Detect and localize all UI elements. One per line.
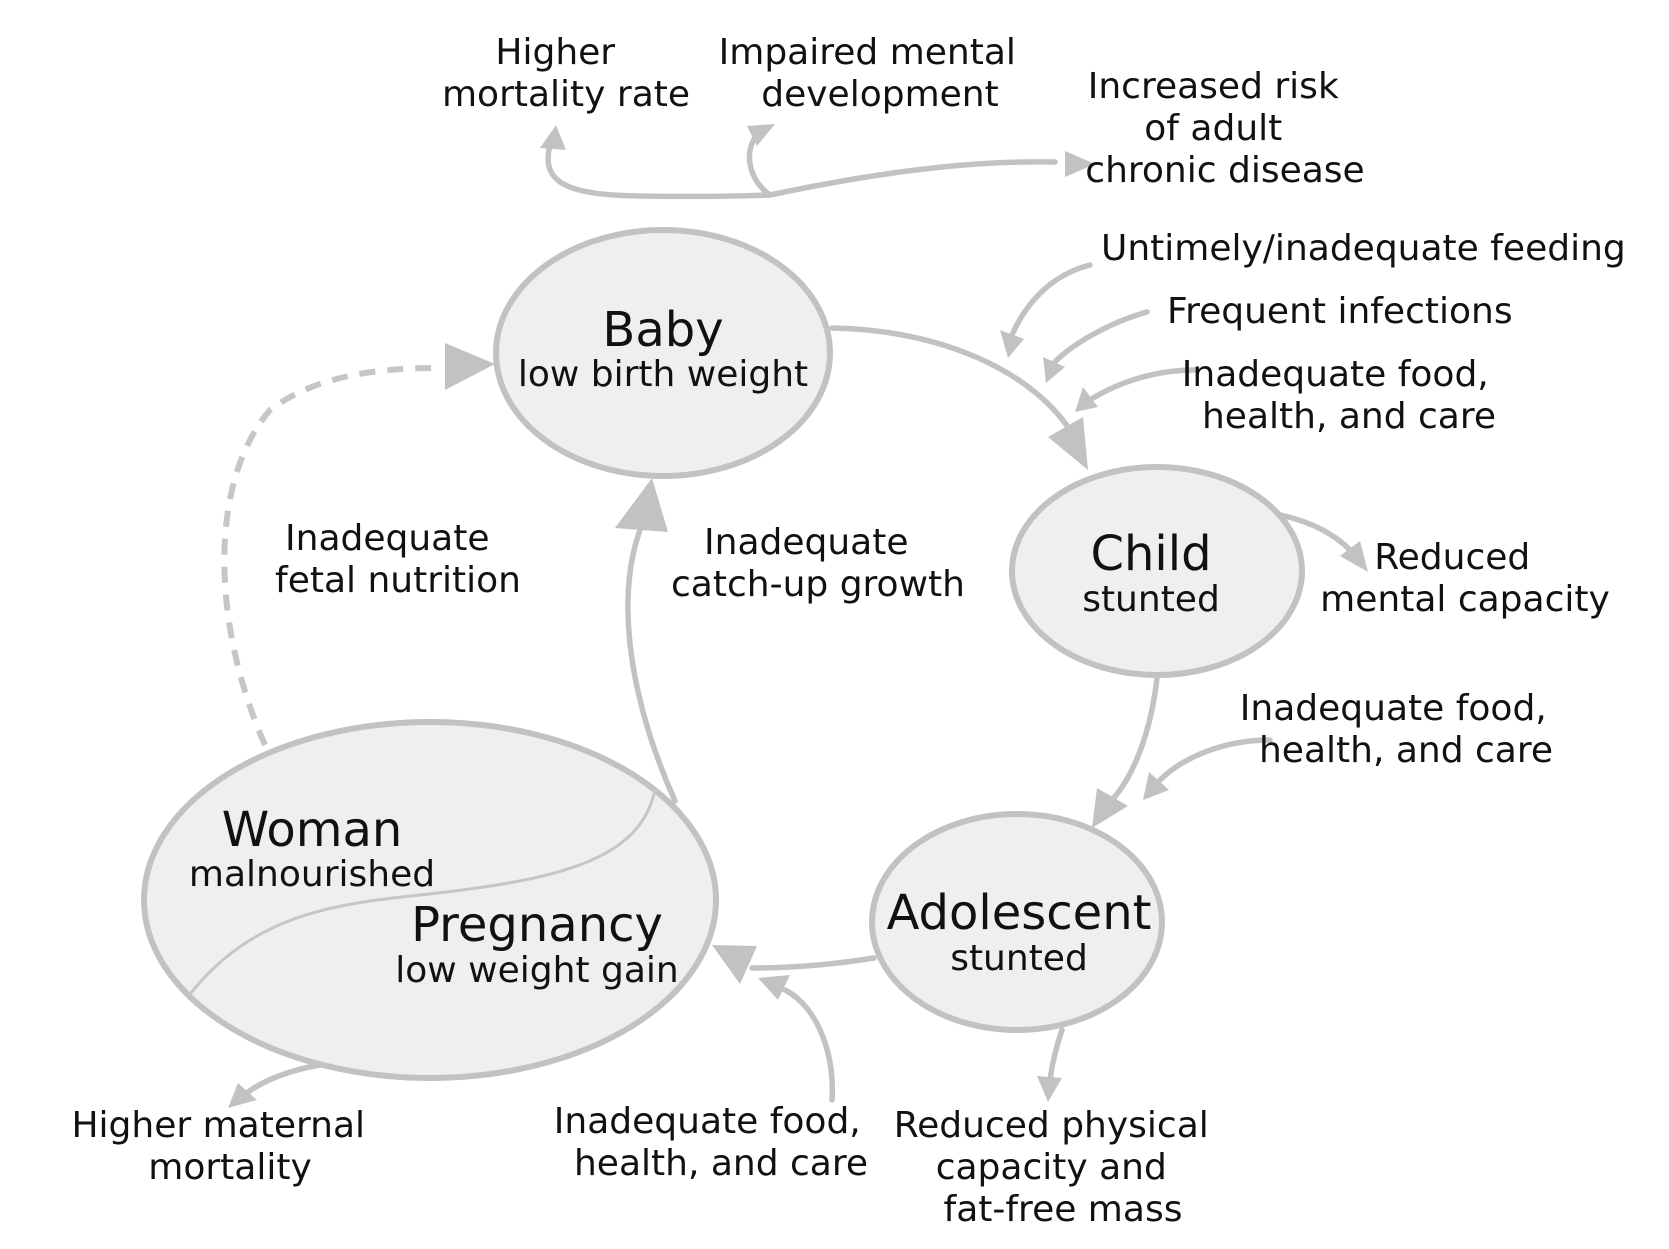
node-labels: Baby low birth weight Child stunted Adol…	[189, 302, 1220, 991]
reduced-mental-label: Reduced mental capacity	[1320, 537, 1610, 620]
woman-pregnancy-divider	[188, 789, 657, 995]
woman-title: Woman	[222, 802, 403, 858]
pregnancy-subtitle: low weight gain	[395, 950, 678, 991]
untimely-feeding-arrow-head	[1000, 330, 1024, 358]
inadequate-catchup-label: Inadequate catch-up growth	[671, 522, 965, 605]
inadequate-food-child-arrow-head	[1075, 387, 1098, 412]
arrow-woman-to-baby	[625, 527, 678, 804]
inadequate-food-adolescent-arrow	[1157, 737, 1273, 783]
inadequate-food-adolescent-arrow-head	[1143, 772, 1169, 800]
impaired-mental-arrow-head	[747, 124, 775, 146]
adolescent-to-reduced-physical-arrow-head	[1037, 1076, 1062, 1102]
arrow-adolescent-to-pregnancy	[749, 955, 877, 971]
baby-title: Baby	[602, 302, 723, 358]
higher-mortality-label: Higher mortality rate	[442, 32, 690, 115]
inadequate-food-pregnancy-arrow-head	[758, 975, 790, 1000]
adolescent-subtitle: stunted	[950, 938, 1088, 979]
higher-mortality-arrow-head	[540, 125, 566, 150]
frequent-infections-arrow	[1049, 309, 1150, 368]
arrow-baby-to-child	[829, 325, 1073, 433]
nodes	[141, 227, 1305, 1081]
woman-to-maternal-mortality-arrow-head	[228, 1083, 257, 1108]
chronic-disease-label: Increased risk of adult chronic disease	[1085, 66, 1364, 191]
factor-labels: Higher mortality rate Impaired mental de…	[71, 32, 1625, 1230]
untimely-feeding-arrow	[1009, 262, 1093, 338]
connectors	[221, 124, 1368, 1108]
chronic-disease-arrow-head	[1065, 151, 1095, 177]
pregnancy-title: Pregnancy	[411, 897, 663, 953]
inadequate-food-adolescent-label: Inadequate food, health, and care	[1240, 688, 1558, 771]
baby-node	[493, 227, 833, 479]
arrow-baby-to-child-head	[1048, 417, 1088, 470]
adolescent-to-reduced-physical-arrow	[1047, 1027, 1065, 1083]
dashed-arrow-fetal-nutrition-head	[445, 343, 495, 390]
woman-pregnancy-node	[141, 719, 719, 1081]
inadequate-food-pregnancy-label: Inadequate food, health, and care	[554, 1101, 872, 1184]
top-outcomes-curve	[545, 135, 1058, 200]
woman-subtitle: malnourished	[189, 854, 435, 895]
arrow-adolescent-to-pregnancy-head	[712, 945, 757, 984]
arrow-child-to-adolescent	[1109, 675, 1160, 803]
adolescent-node	[869, 811, 1165, 1033]
frequent-infections-label: Frequent infections	[1167, 291, 1513, 332]
arrow-child-to-adolescent-head	[1092, 788, 1128, 828]
untimely-feeding-label: Untimely/inadequate feeding	[1101, 228, 1626, 269]
adolescent-title: Adolescent	[887, 885, 1152, 941]
dashed-arrow-fetal-nutrition	[221, 365, 441, 747]
reduced-physical-label: Reduced physical capacity and fat-free m…	[894, 1105, 1221, 1230]
inadequate-fetal-label: Inadequate fetal nutrition	[275, 518, 521, 601]
child-title: Child	[1090, 526, 1211, 582]
child-to-reduced-mental-arrow-head	[1340, 541, 1368, 572]
frequent-infections-arrow-head	[1043, 357, 1065, 383]
baby-subtitle: low birth weight	[518, 354, 808, 395]
inadequate-food-child-arrow	[1090, 367, 1198, 401]
impaired-mental-label: Impaired mental development	[719, 32, 1028, 115]
higher-maternal-label: Higher maternal mortality	[71, 1105, 376, 1188]
inadequate-food-pregnancy-arrow	[782, 987, 836, 1103]
child-subtitle: stunted	[1082, 579, 1220, 620]
woman-to-maternal-mortality-arrow	[245, 1062, 323, 1095]
child-node	[1009, 464, 1305, 678]
arrow-woman-to-baby-head	[615, 478, 668, 532]
inadequate-food-child-label: Inadequate food, health, and care	[1182, 354, 1500, 437]
